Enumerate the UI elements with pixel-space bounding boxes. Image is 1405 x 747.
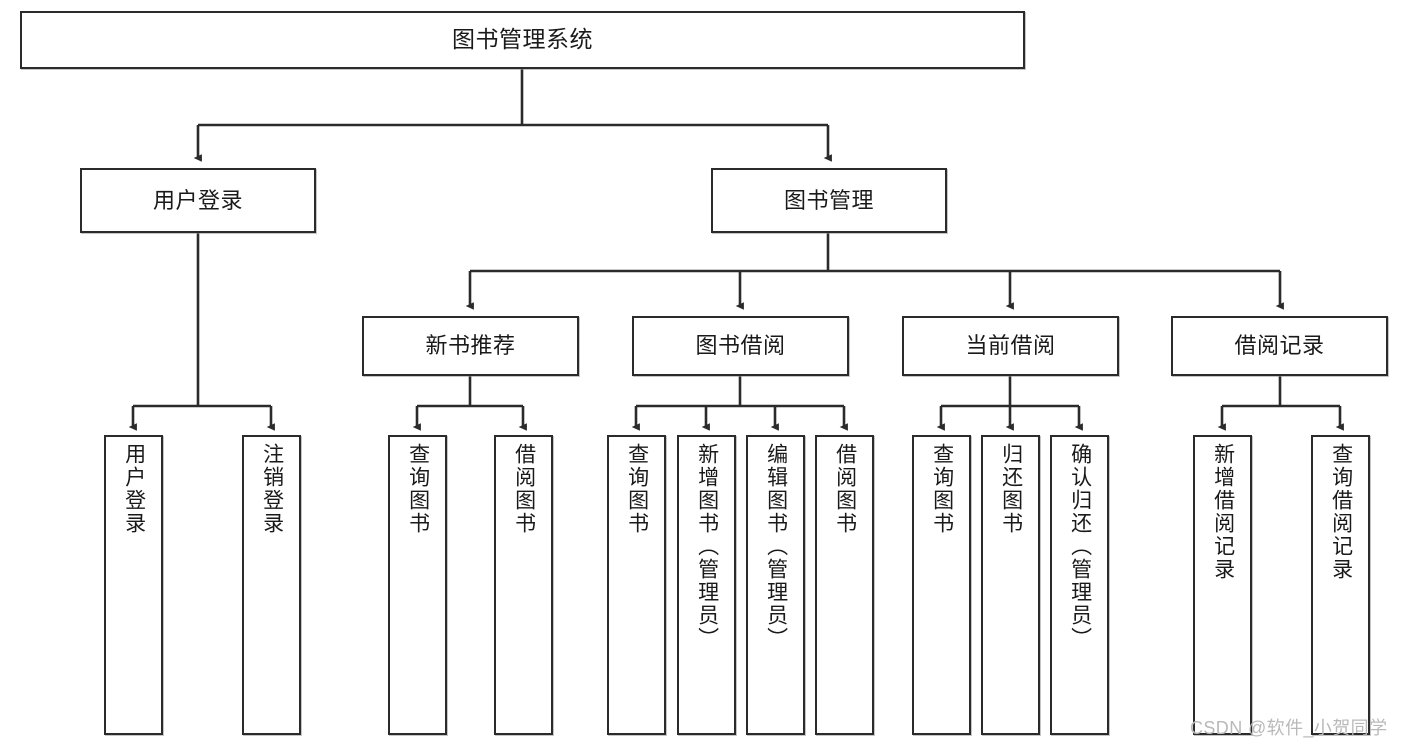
node-leaf-add-book[interactable]: 新增图书（管理员） (677, 435, 736, 735)
node-leaf-query-book-3-label: 查询图书 (930, 443, 954, 535)
node-current-borrow[interactable]: 当前借阅 (902, 316, 1119, 376)
node-leaf-query-book-3[interactable]: 查询图书 (912, 435, 971, 735)
node-leaf-add-record[interactable]: 新增借阅记录 (1193, 435, 1252, 735)
node-leaf-return-book[interactable]: 归还图书 (981, 435, 1040, 735)
node-leaf-logout-label: 注销登录 (260, 443, 284, 535)
node-leaf-add-record-label: 新增借阅记录 (1211, 443, 1235, 581)
node-user-login[interactable]: 用户登录 (80, 168, 316, 233)
node-leaf-borrow-book-1-label: 借阅图书 (512, 443, 536, 535)
node-book-management[interactable]: 图书管理 (711, 168, 947, 233)
node-leaf-query-record[interactable]: 查询借阅记录 (1311, 435, 1370, 735)
node-leaf-confirm-return-label: 确认归还（管理员） (1068, 443, 1092, 650)
node-leaf-edit-book-label: 编辑图书（管理员） (764, 443, 788, 650)
node-root-book-management-system[interactable]: 图书管理系统 (20, 11, 1025, 69)
node-new-book-recommend-label: 新书推荐 (425, 333, 516, 359)
node-current-borrow-label: 当前借阅 (965, 333, 1056, 359)
node-leaf-return-book-label: 归还图书 (999, 443, 1023, 535)
node-book-borrow[interactable]: 图书借阅 (632, 316, 849, 376)
node-leaf-add-book-label: 新增图书（管理员） (695, 443, 719, 650)
node-borrow-record[interactable]: 借阅记录 (1171, 316, 1388, 376)
node-leaf-query-record-label: 查询借阅记录 (1329, 443, 1353, 581)
node-leaf-query-book-2-label: 查询图书 (625, 443, 649, 535)
csdn-watermark: CSDN @软件_小贺同学 (1190, 718, 1388, 738)
node-book-management-label: 图书管理 (783, 187, 874, 213)
node-root-label: 图书管理系统 (452, 26, 593, 53)
node-leaf-borrow-book-2[interactable]: 借阅图书 (815, 435, 874, 735)
node-book-borrow-label: 图书借阅 (695, 333, 786, 359)
node-leaf-borrow-book-1[interactable]: 借阅图书 (494, 435, 553, 735)
node-leaf-query-book-1-label: 查询图书 (406, 443, 430, 535)
node-leaf-query-book-2[interactable]: 查询图书 (607, 435, 666, 735)
node-leaf-login[interactable]: 用户登录 (104, 435, 163, 735)
node-leaf-borrow-book-2-label: 借阅图书 (833, 443, 857, 535)
node-leaf-confirm-return[interactable]: 确认归还（管理员） (1050, 435, 1109, 735)
node-leaf-logout[interactable]: 注销登录 (242, 435, 301, 735)
node-new-book-recommend[interactable]: 新书推荐 (362, 316, 579, 376)
node-leaf-login-label: 用户登录 (122, 443, 146, 535)
node-borrow-record-label: 借阅记录 (1234, 333, 1325, 359)
node-leaf-edit-book[interactable]: 编辑图书（管理员） (746, 435, 805, 735)
node-user-login-label: 用户登录 (152, 187, 243, 213)
node-leaf-query-book-1[interactable]: 查询图书 (388, 435, 447, 735)
